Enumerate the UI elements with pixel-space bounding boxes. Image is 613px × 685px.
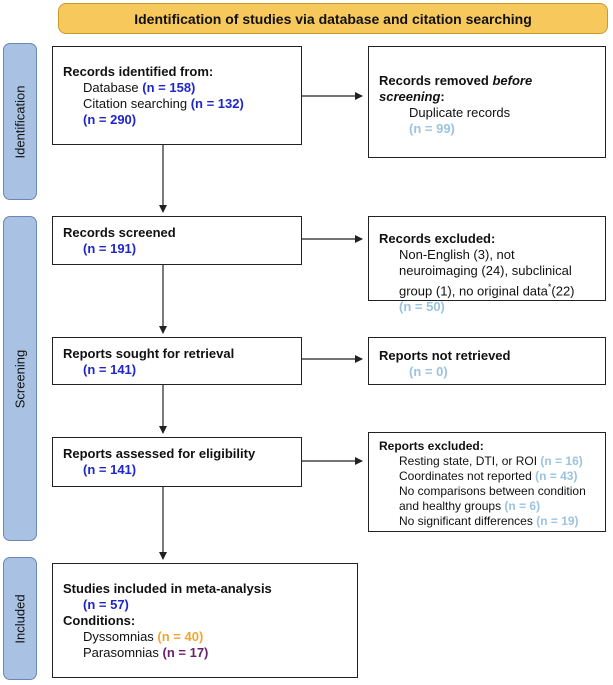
records-identified-box: Records identified from: Database (n = 1… — [52, 46, 302, 145]
records-excluded-text-1: Non-English (3), not — [399, 247, 515, 262]
reports-assessed-count: (n = 141) — [83, 462, 137, 477]
dyssomnias-count: (n = 40) — [157, 629, 204, 644]
studies-included-box: Studies included in meta-analysis (n = 5… — [52, 563, 358, 678]
parasomnias-line: Parasomnias (n = 17) — [63, 645, 347, 661]
citation-line: Citation searching (n = 132) — [63, 96, 291, 112]
reports-excluded-box: Reports excluded: Resting state, DTI, or… — [368, 432, 606, 532]
duplicate-records-count: (n = 99) — [409, 121, 455, 136]
studies-included-count: (n = 57) — [83, 597, 129, 612]
citation-label: Citation searching — [83, 96, 188, 111]
dyssomnias-label: Dyssomnias — [83, 629, 154, 644]
database-count: (n = 158) — [142, 80, 196, 95]
reports-excluded-item-3a: No comparisons between condition — [399, 484, 586, 498]
records-screened-count: (n = 191) — [83, 241, 137, 256]
reports-excluded-item-4: No significant differences (n = 19) — [399, 514, 579, 528]
records-identified-title: Records identified from: — [63, 64, 214, 79]
reports-excluded-item-3b: and healthy groups (n = 6) — [399, 499, 541, 513]
records-screened-box: Records screened (n = 191) — [52, 216, 302, 265]
records-removed-box: Records removed before screening: Duplic… — [368, 46, 606, 158]
citation-count: (n = 132) — [190, 96, 244, 111]
reports-excluded-item-1: Resting state, DTI, or ROI (n = 16) — [399, 454, 583, 468]
reports-sought-box: Reports sought for retrieval (n = 141) — [52, 337, 302, 385]
reports-sought-title: Reports sought for retrieval — [63, 346, 235, 361]
records-removed-title: Records removed before — [379, 73, 533, 88]
database-line: Database (n = 158) — [63, 80, 291, 96]
header-title: Identification of studies via database a… — [134, 10, 532, 27]
header-banner: Identification of studies via database a… — [58, 3, 608, 34]
reports-not-retrieved-box: Reports not retrieved (n = 0) — [368, 337, 606, 385]
stage-identification: Identification — [3, 43, 37, 200]
parasomnias-count: (n = 17) — [162, 645, 209, 660]
reports-excluded-title: Reports excluded: — [379, 439, 484, 453]
database-label: Database — [83, 80, 139, 95]
reports-excluded-item-2: Coordinates not reported (n = 43) — [399, 469, 578, 483]
records-excluded-count: (n = 50) — [399, 299, 445, 315]
records-removed-title-2: screening: — [379, 89, 445, 104]
reports-sought-count: (n = 141) — [83, 362, 137, 377]
records-excluded-text-2: neuroimaging (24), subclinical — [399, 263, 572, 278]
reports-not-retrieved-count: (n = 0) — [409, 364, 448, 379]
records-excluded-box: Records excluded: Non-English (3), not n… — [368, 216, 606, 314]
dyssomnias-line: Dyssomnias (n = 40) — [63, 629, 347, 645]
duplicate-records-label: Duplicate records — [409, 105, 511, 120]
records-excluded-title: Records excluded: — [379, 231, 496, 246]
identified-total-count: (n = 290) — [83, 112, 137, 127]
stage-included: Included — [3, 557, 37, 680]
studies-included-title: Studies included in meta-analysis — [63, 581, 272, 596]
reports-assessed-title: Reports assessed for eligibility — [63, 446, 256, 461]
parasomnias-label: Parasomnias — [83, 645, 159, 660]
records-screened-title: Records screened — [63, 225, 176, 240]
records-excluded-text-3: group (1), no original data*(22) — [399, 282, 575, 299]
reports-not-retrieved-title: Reports not retrieved — [379, 348, 511, 363]
conditions-title: Conditions: — [63, 613, 136, 628]
reports-assessed-box: Reports assessed for eligibility (n = 14… — [52, 437, 302, 487]
stage-screening: Screening — [3, 216, 37, 541]
